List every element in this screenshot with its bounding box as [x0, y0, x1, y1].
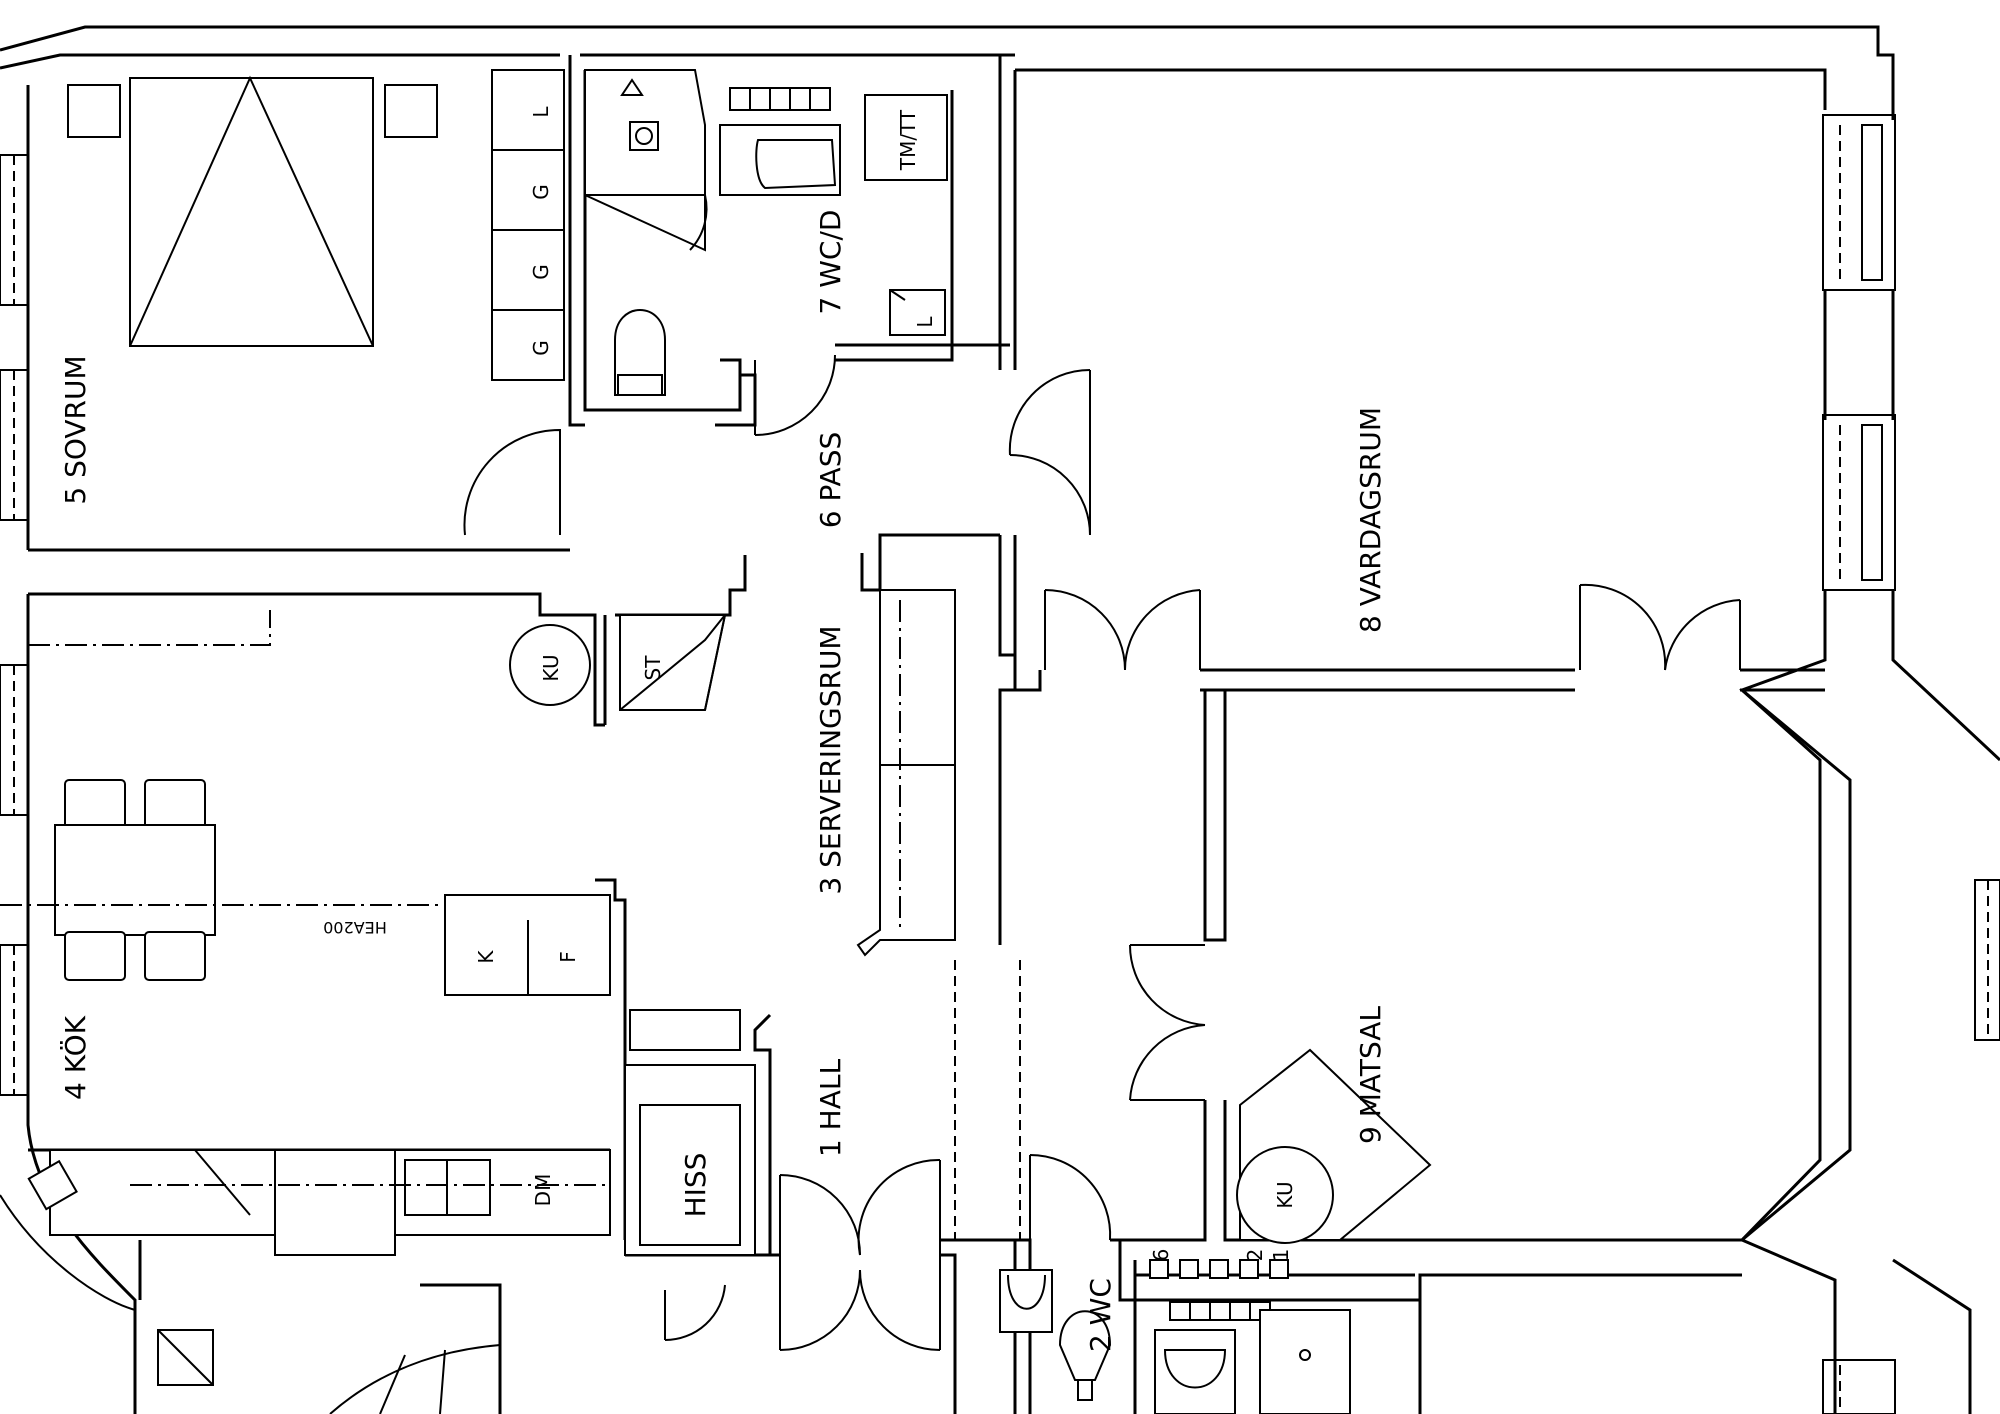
room-label-serveringsrum: 3 SERVERINGSRUM: [814, 625, 847, 894]
st-label: ST: [641, 655, 665, 681]
wardrobe-labels: L G G G: [529, 106, 553, 356]
room-label-wc: 2 WC: [1084, 1278, 1117, 1352]
room-label-matsal: 9 MATSAL: [1354, 1006, 1387, 1144]
wardrobe-label-g1: G: [529, 184, 553, 200]
stairs: [0, 1159, 501, 1414]
room-label-hall: 1 HALL: [814, 1059, 847, 1158]
number-1: 1: [1269, 1249, 1293, 1262]
bedroom-furniture: [67, 69, 565, 381]
room-label-vardagsrum: 8 VARDAGSRUM: [1354, 407, 1387, 633]
room-label-pass: 6 PASS: [814, 432, 847, 529]
room-labels: 5 SOVRUM 7 WC/D 6 PASS 8 VARDAGSRUM 3 SE…: [58, 210, 1387, 1352]
k-label: K: [474, 950, 498, 964]
wardrobe-label-g3: G: [529, 340, 553, 356]
dm-label: DM: [531, 1174, 555, 1207]
elevator: HISS: [624, 1064, 756, 1256]
laundry-label: L: [913, 316, 937, 328]
wardrobe-label-g2: G: [529, 264, 553, 280]
dining-furniture: KU: [1236, 1048, 1432, 1244]
beam-label: HEA200: [323, 918, 387, 937]
room-label-sovrum: 5 SOVRUM: [59, 355, 92, 504]
number-6: 6: [1149, 1249, 1173, 1262]
hiss-label: HISS: [679, 1153, 712, 1218]
room-label-wc-d: 7 WC/D: [814, 210, 847, 315]
ku-matsal-label: KU: [1273, 1181, 1297, 1208]
doors: [463, 354, 1741, 1351]
wc-fixtures: 6 2 1: [999, 1249, 1351, 1414]
wardrobe-label-l: L: [529, 106, 553, 118]
number-2: 2: [1243, 1249, 1267, 1262]
interior-walls: [26, 55, 1825, 1414]
bathroom-fixtures: TM/TT L: [584, 69, 948, 396]
ku-kitchen-label: KU: [539, 654, 563, 681]
tm-tt-label: TM/TT: [896, 109, 920, 171]
room-label-kok: 4 KÖK: [58, 1015, 92, 1100]
f-label: F: [556, 951, 580, 963]
kitchen-furniture: KU ST HEA200 K F DM: [0, 610, 741, 1256]
windows: [0, 114, 2000, 1414]
serving-counter: [856, 589, 956, 957]
